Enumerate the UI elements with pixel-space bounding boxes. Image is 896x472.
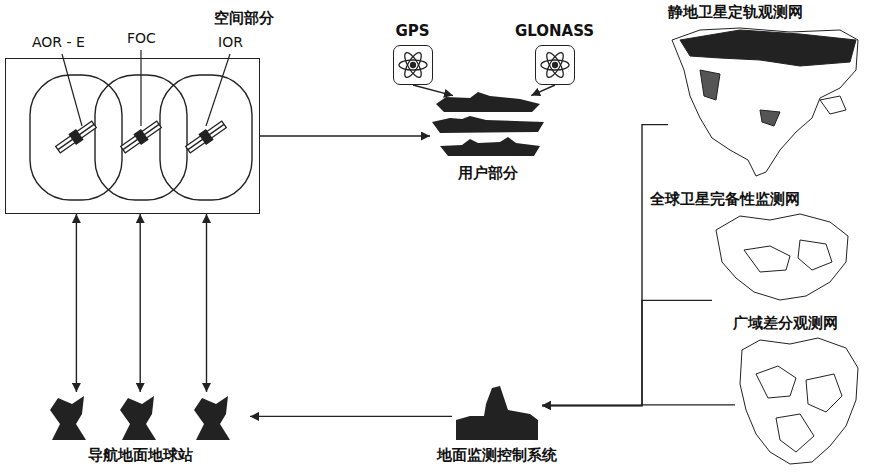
leader-line [140,50,141,126]
antenna-dish [50,396,86,440]
ship-silhouette [440,137,540,156]
connector-arrow [250,416,452,417]
satellite-label: IOR [218,34,243,51]
atom-icon [541,50,569,79]
integrity-network: 全球卫星完备性监测网 [712,212,852,305]
node-label: GLONASS [515,22,594,40]
node-label: 全球卫星完备性监测网 [650,190,800,208]
ground-earth-stations: 导航地面地球站 [30,392,250,442]
leader-line [62,54,82,126]
connector-arrow [139,214,140,392]
connector-arrow [542,125,668,406]
gps-box: GPS [393,45,433,85]
ship-silhouette [432,116,544,133]
connector-arrow [76,214,77,392]
north-america-map [672,28,858,176]
connector-arrow [531,85,555,96]
leader-line [206,54,230,126]
space-segment-box: 空间部分 [5,58,260,214]
node-label: 导航地面地球站 [88,446,193,464]
connector-arrow [260,135,430,136]
europe-map [716,214,848,300]
antenna-dish [194,396,230,440]
satellite-label: AOR - E [32,34,85,51]
node-label: 静地卫星定轨观测网 [668,3,803,21]
antenna-dish [120,396,156,440]
atom-icon [399,50,427,79]
connector-arrow [206,214,207,392]
satellite-label: FOC [127,30,156,47]
node-label: 用户部分 [458,164,518,182]
glonass-box: GLONASS [535,45,575,85]
control-building [456,386,538,440]
satellite [55,119,98,154]
europe-map [740,338,858,464]
coverage-oval [160,75,252,200]
geo-orbit-network: 静地卫星定轨观测网 [668,26,860,180]
connector-arrow [413,85,453,96]
connector-arrow [542,300,712,405]
node-label: 地面监测控制系统 [437,446,557,464]
connector-arrow [542,404,735,406]
node-label: 空间部分 [214,9,274,27]
wide-area-network: 广域差分观测网 [735,336,860,466]
node-label: 广域差分观测网 [733,314,838,332]
coverage-oval [30,75,122,200]
user-segment: 用户部分 [430,90,545,160]
ground-control-system: 地面监测控制系统 [452,385,542,442]
node-label: GPS [395,22,429,40]
